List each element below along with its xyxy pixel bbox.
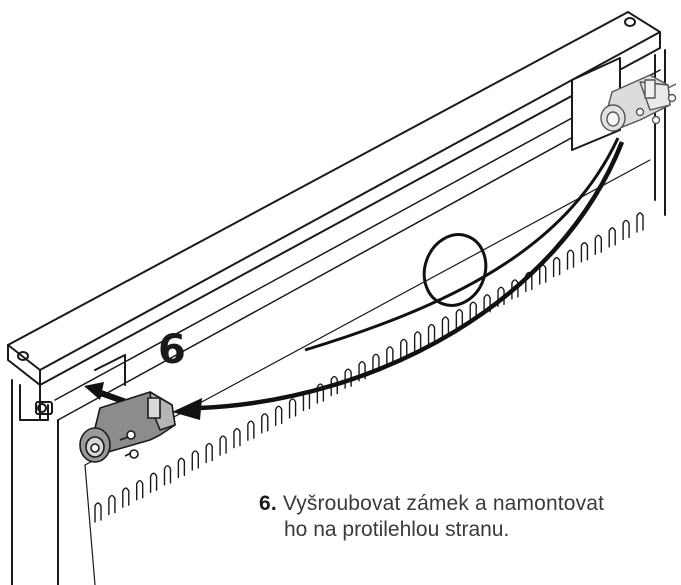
lock-mechanism-left [79, 391, 176, 463]
vent-slot [135, 480, 144, 501]
vent-slot [372, 353, 380, 374]
arrow-head [172, 398, 202, 420]
vent-slot [427, 323, 436, 345]
vent-slot [247, 420, 255, 441]
instruction-caption: 6. Vyšroubovat zámek a namontovat ho na … [259, 491, 659, 543]
door-top-rail [7, 11, 661, 421]
vent-slot [108, 494, 116, 516]
vent-slot [288, 398, 297, 419]
vent-slots [94, 212, 644, 523]
vent-slot [594, 234, 603, 256]
detail-circle [422, 233, 488, 307]
vent-slot [552, 256, 561, 278]
vent-slot [149, 472, 158, 493]
vent-slot [539, 264, 547, 285]
vent-slot [622, 219, 630, 241]
vent-slot [163, 465, 172, 486]
caption-text-1: Vyšroubovat zámek a namontovat [282, 492, 605, 515]
vent-slot [455, 308, 464, 330]
lock-mechanism-right [600, 74, 677, 132]
caption-line-1: 6. Vyšroubovat zámek a namontovat [259, 491, 659, 517]
vent-slot [483, 294, 491, 315]
vent-slot [358, 361, 366, 382]
vent-slot [608, 227, 616, 248]
vent-slot [400, 338, 408, 360]
vent-slot [191, 450, 199, 471]
vent-slot [219, 435, 227, 456]
vent-slot [94, 502, 102, 523]
vent-slot [441, 316, 450, 337]
vent-slot [386, 346, 394, 367]
vent-slot [261, 413, 269, 434]
relocation-arrow [172, 137, 625, 420]
vent-slot [469, 301, 477, 322]
vent-slot [413, 331, 422, 352]
vent-slot [233, 427, 241, 449]
vent-slot [580, 242, 589, 263]
vent-slot [274, 405, 283, 427]
vent-slot [566, 249, 575, 270]
vent-slot [497, 286, 505, 308]
vent-slot [205, 442, 213, 464]
step-number-marker: 6 [158, 327, 186, 373]
vent-slot [344, 368, 352, 389]
vent-slot [122, 487, 130, 508]
push-arrow [84, 382, 129, 405]
vent-slot [636, 212, 644, 233]
vent-slot [177, 457, 186, 479]
caption-step-number: 6. [259, 492, 277, 515]
door-panel-outline [11, 49, 666, 585]
caption-line-2: ho na protilehlou stranu. [284, 518, 510, 541]
lock-recess-left [19, 354, 126, 421]
vent-slot [330, 375, 338, 397]
